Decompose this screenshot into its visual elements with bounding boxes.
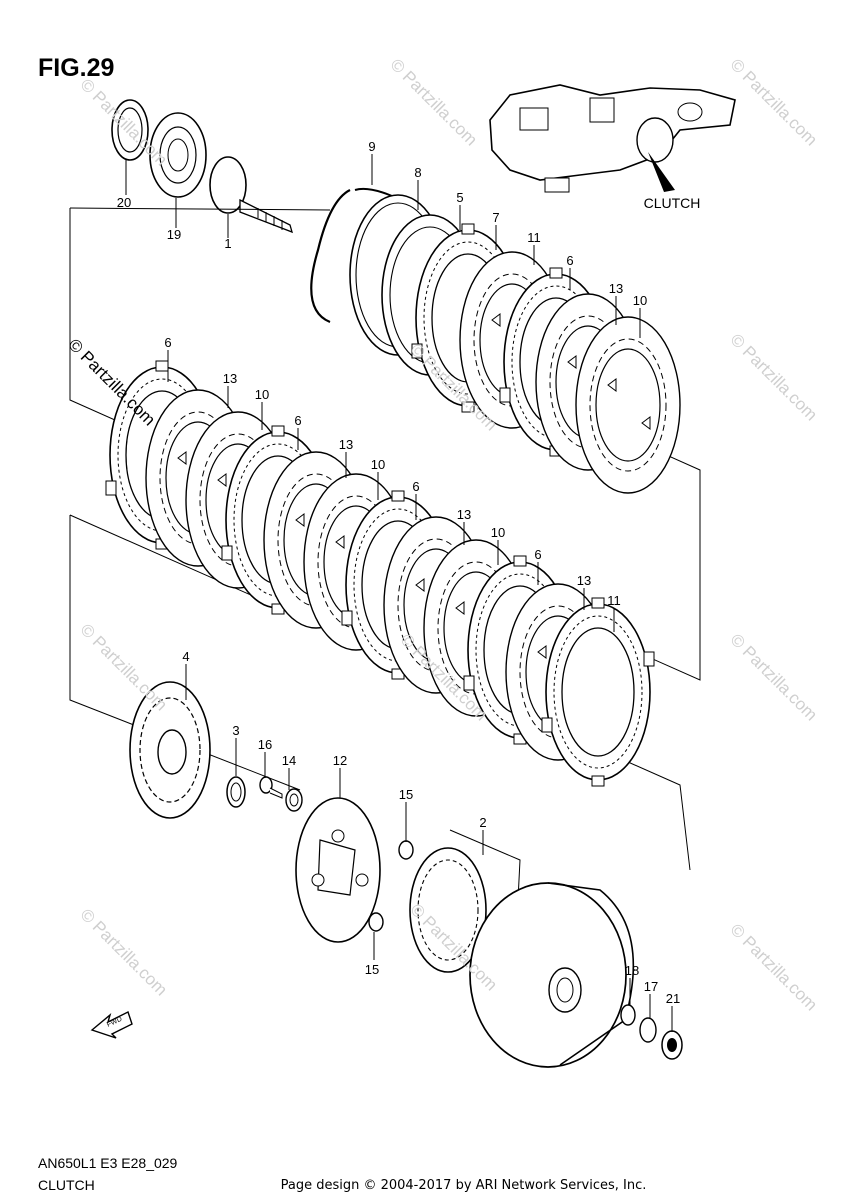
callout-8: 8 xyxy=(414,165,421,180)
callout-10-r2a: 10 xyxy=(255,387,269,402)
spring-14[interactable] xyxy=(285,788,303,812)
spacer-17[interactable] xyxy=(639,1017,657,1043)
leader-lines xyxy=(125,154,673,1032)
callout-numbers: 20 19 1 9 8 5 7 11 6 13 10 6 13 10 6 13 … xyxy=(117,139,680,1006)
callout-3: 3 xyxy=(232,723,239,738)
clutch-assembly-label: CLUTCH xyxy=(644,195,701,211)
washer-18[interactable] xyxy=(620,1004,636,1026)
callout-2: 2 xyxy=(479,815,486,830)
callout-11-bottom: 11 xyxy=(607,593,621,608)
callout-10-r2b: 10 xyxy=(371,457,385,472)
callout-10-r1: 10 xyxy=(633,293,647,308)
callout-19: 19 xyxy=(167,227,181,242)
callout-9: 9 xyxy=(368,139,375,154)
roller-15-lower[interactable] xyxy=(368,912,384,932)
callout-10-r2c: 10 xyxy=(491,525,505,540)
callout-5: 5 xyxy=(456,190,463,205)
roller-15-upper[interactable] xyxy=(398,840,414,860)
callout-6-r1: 6 xyxy=(566,253,573,268)
model-code: AN650L1 E3 E28_029 xyxy=(38,1155,178,1171)
clutch-assembly-illustration xyxy=(489,84,736,193)
callout-13-r1: 13 xyxy=(609,281,623,296)
section-name: CLUTCH xyxy=(38,1177,95,1193)
callout-12: 12 xyxy=(333,753,347,768)
callout-6-r2a: 6 xyxy=(164,335,171,350)
callout-6-r2c: 6 xyxy=(412,479,419,494)
callout-13-r2d: 13 xyxy=(577,573,591,588)
callout-16: 16 xyxy=(258,737,272,752)
callout-4: 4 xyxy=(182,649,189,664)
callout-14: 14 xyxy=(282,753,296,768)
callout-6-r2d: 6 xyxy=(534,547,541,562)
washer-3[interactable] xyxy=(226,776,246,808)
callout-15-upper: 15 xyxy=(399,787,413,802)
plate-10-r1[interactable] xyxy=(575,316,681,494)
bearing-21[interactable] xyxy=(661,1030,683,1060)
oil-seal-20[interactable] xyxy=(111,99,149,161)
callout-13-r2a: 13 xyxy=(223,371,237,386)
callout-13-r2c: 13 xyxy=(457,507,471,522)
figure-title: FIG.29 xyxy=(38,54,115,82)
bearing-19[interactable] xyxy=(149,112,207,198)
callout-20: 20 xyxy=(117,195,131,210)
callout-18: 18 xyxy=(625,963,639,978)
page-credit: Page design © 2004-2017 by ARI Network S… xyxy=(280,1178,647,1193)
pressure-plate-12[interactable] xyxy=(295,797,381,943)
callout-11-top: 11 xyxy=(527,230,541,245)
callout-21: 21 xyxy=(666,991,680,1006)
wire-circlip-9[interactable] xyxy=(310,187,393,324)
fwd-arrow-icon: FWD xyxy=(90,1011,133,1039)
callout-1: 1 xyxy=(224,236,231,251)
one-way-clutch-2[interactable] xyxy=(409,847,487,973)
clutch-sleeve-hub-4[interactable] xyxy=(129,681,211,819)
callout-13-r2b: 13 xyxy=(339,437,353,452)
primary-driven-shaft-1[interactable] xyxy=(209,156,293,234)
callout-15-lower: 15 xyxy=(365,962,379,977)
callout-7: 7 xyxy=(492,210,499,225)
bolt-16[interactable] xyxy=(259,776,283,799)
callout-6-r2b: 6 xyxy=(294,413,301,428)
callout-17: 17 xyxy=(644,979,658,994)
